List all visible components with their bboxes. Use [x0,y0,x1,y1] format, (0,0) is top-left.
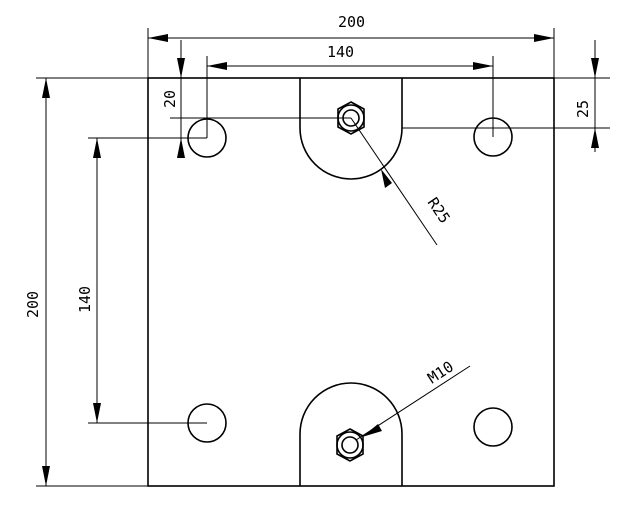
dim-bolt-thread [355,365,471,441]
dim-slot-radius-label: R25 [424,194,454,227]
dim-overall-width [147,28,555,78]
dim-hole-spacing-vertical-label: 140 [76,286,94,313]
top-slot [299,78,403,180]
dim-hole-edge-offset-label: 20 [161,90,179,108]
bottom-nut-icon [336,428,364,462]
dim-hole-spacing-horizontal-label: 140 [327,43,354,61]
dim-hole-spacing-vertical [88,137,207,424]
dim-slot-edge-offset [402,40,610,152]
dim-bolt-thread-label: M10 [424,358,457,388]
mounting-hole-bottom-right [473,407,513,447]
dim-slot-edge-offset-label: 25 [574,100,592,118]
plate-outline [147,77,555,487]
dim-slot-radius [350,117,438,246]
bottom-slot [299,382,403,486]
dim-overall-height-label: 200 [24,291,42,318]
dim-hole-spacing-horizontal [206,56,494,138]
dim-hole-edge-offset [170,40,351,158]
dim-overall-width-label: 200 [338,13,365,31]
dim-overall-height [36,77,148,487]
